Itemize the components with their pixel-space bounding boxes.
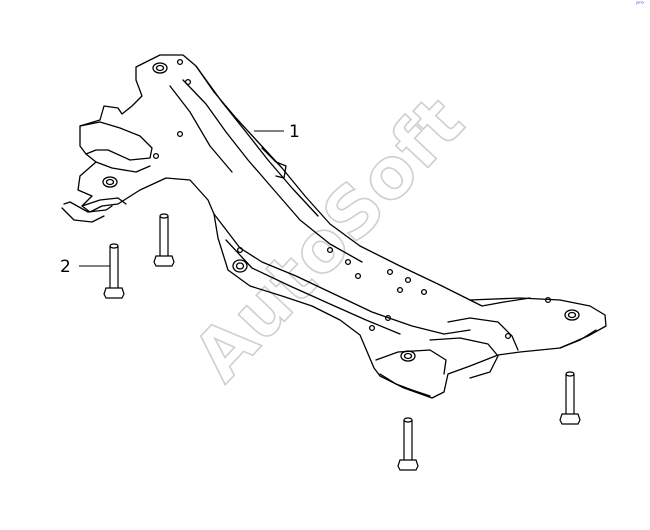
- bolt-4: [559, 371, 581, 425]
- callout-2: 2: [60, 257, 110, 277]
- callout-1-label: 1: [289, 122, 300, 142]
- callout-1: 1: [254, 122, 300, 142]
- bolt-3: [397, 417, 419, 471]
- callout-2-label: 2: [60, 257, 71, 277]
- bolt-2: [153, 213, 175, 267]
- crossmember-part: [61, 54, 607, 399]
- corner-mark: ᵖʳᵒ: [636, 0, 644, 8]
- bolt-1: [103, 243, 125, 299]
